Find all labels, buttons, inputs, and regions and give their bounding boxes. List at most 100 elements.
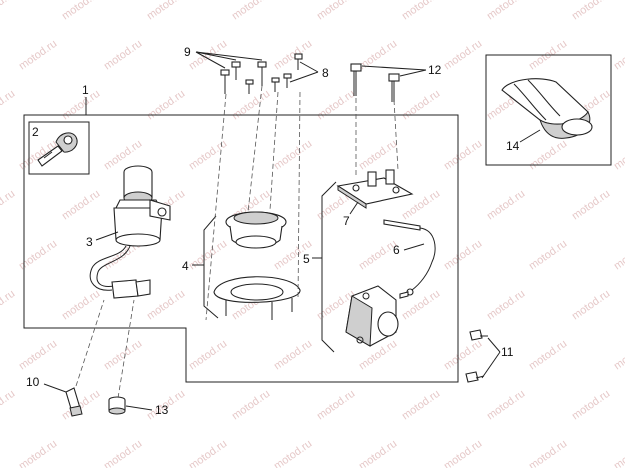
watermark-text: motod.ru [612, 438, 625, 468]
lock-cylinder-icon [225, 211, 287, 249]
inset-box-grip [485, 54, 612, 166]
watermark-text: motod.ru [187, 438, 229, 468]
callout-2: 2 [32, 125, 39, 139]
assembly-outline [23, 114, 459, 383]
watermark-text: motod.ru [315, 0, 357, 22]
callout-14: 14 [506, 139, 520, 153]
callout-6: 6 [393, 243, 400, 257]
watermark-text: motod.ru [0, 88, 17, 123]
screw-set-11-icon [465, 329, 488, 383]
watermark-text: motod.ru [102, 338, 144, 373]
watermark-text: motod.ru [145, 0, 187, 22]
watermark-text: motod.ru [315, 88, 357, 123]
callout-4: 4 [182, 259, 189, 273]
watermark-text: motod.ru [485, 0, 527, 22]
watermark-text: motod.ru [612, 38, 625, 73]
watermark-text: motod.ru [0, 0, 17, 22]
watermark-text: motod.ru [442, 338, 484, 373]
watermark-text: motod.ru [485, 188, 527, 223]
watermark-text: motod.ru [315, 388, 357, 423]
callout-11: 11 [501, 345, 514, 359]
leader-3 [95, 231, 119, 241]
watermark-text: motod.ru [570, 388, 612, 423]
watermark-text: motod.ru [442, 38, 484, 73]
watermark-text: motod.ru [442, 238, 484, 273]
watermark-text: motod.ru [400, 0, 442, 22]
watermark-text: motod.ru [102, 38, 144, 73]
key-icon [37, 132, 78, 167]
callout-1: 1 [82, 83, 89, 97]
leader-11 [481, 337, 501, 379]
watermark-text: motod.ru [485, 288, 527, 323]
watermark-text: motod.ru [272, 138, 314, 173]
watermark-text: motod.ru [17, 338, 59, 373]
leader-8 [289, 61, 319, 83]
watermark-text: motod.ru [230, 388, 272, 423]
screw-set-9-icon [220, 61, 267, 94]
watermark-text: motod.ru [145, 288, 187, 323]
leader-14 [519, 129, 541, 143]
watermark-text: motod.ru [527, 138, 569, 173]
watermark-text: motod.ru [0, 188, 17, 223]
leader-7 [349, 201, 359, 215]
watermark-text: motod.ru [442, 438, 484, 468]
connector-13-icon [108, 396, 126, 415]
leader-12 [361, 65, 427, 77]
screw-set-8-icon [245, 53, 303, 94]
leader-10 [43, 383, 67, 393]
leader-9 [195, 51, 263, 69]
watermark-text: motod.ru [400, 88, 442, 123]
mounting-ring-icon [213, 276, 301, 320]
callout-13: 13 [155, 403, 169, 417]
watermark-text: motod.ru [187, 238, 229, 273]
ignition-switch-icon [89, 165, 171, 299]
watermark-text: motod.ru [400, 388, 442, 423]
watermark-text: motod.ru [17, 238, 59, 273]
inset-box-key [28, 121, 90, 175]
watermark-text: motod.ru [357, 438, 399, 468]
watermark-text: motod.ru [60, 288, 102, 323]
watermark-text: motod.ru [17, 38, 59, 73]
watermark-text: motod.ru [570, 188, 612, 223]
watermark-text: motod.ru [60, 0, 102, 22]
watermark-text: motod.ru [527, 238, 569, 273]
watermark-text: motod.ru [230, 88, 272, 123]
watermark-text: motod.ru [442, 138, 484, 173]
watermark-text: motod.ru [570, 288, 612, 323]
callout-12: 12 [428, 63, 442, 77]
watermark-text: motod.ru [0, 288, 17, 323]
watermark-text: motod.ru [527, 438, 569, 468]
leader-6 [403, 243, 425, 251]
callout-7: 7 [343, 214, 350, 228]
callout-3: 3 [86, 235, 93, 249]
watermark-text: motod.ru [272, 338, 314, 373]
callout-9: 9 [184, 45, 191, 59]
leader-13 [125, 405, 153, 411]
watermark-text: motod.ru [102, 438, 144, 468]
assembly-axes [75, 85, 399, 399]
bracket-4 [203, 215, 219, 319]
sensor-cable-icon [383, 219, 436, 299]
switch-plate-icon [336, 169, 414, 209]
watermark-text: motod.ru [485, 388, 527, 423]
watermark-text: motod.ru [187, 138, 229, 173]
watermark-text: motod.ru [230, 0, 272, 22]
housing-icon [345, 285, 399, 347]
watermark-text: motod.ru [612, 138, 625, 173]
watermark-text: motod.ru [60, 188, 102, 223]
watermark-text: motod.ru [145, 88, 187, 123]
watermark-text: motod.ru [570, 0, 612, 22]
watermark-text: motod.ru [612, 338, 625, 373]
grip-pad-icon [501, 78, 593, 139]
watermark-text: motod.ru [612, 238, 625, 273]
bolt-set-12-icon [350, 63, 400, 102]
callout-8: 8 [322, 66, 329, 80]
watermark-text: motod.ru [17, 438, 59, 468]
watermark-text: motod.ru [0, 388, 17, 423]
bracket-5 [321, 181, 337, 353]
watermark-text: motod.ru [357, 338, 399, 373]
watermark-text: motod.ru [272, 438, 314, 468]
watermark-text: motod.ru [272, 38, 314, 73]
